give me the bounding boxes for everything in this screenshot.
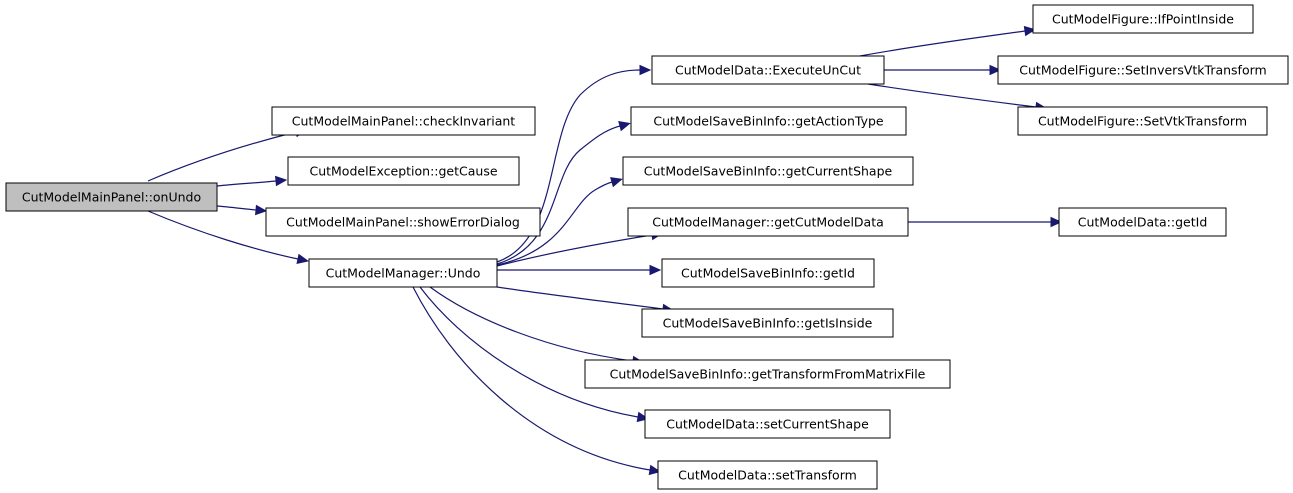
node-box-undo [308, 258, 498, 288]
node-label-getCurrentShape: CutModelSaveBinInfo::getCurrentShape [644, 164, 893, 179]
node-label-getCause: CutModelException::getCause [309, 164, 497, 179]
edge-root-to-showErrorDialog [216, 205, 257, 211]
edge-getCutModelData-to-dataGetId-arrowhead [1050, 216, 1063, 228]
node-getCutModelData[interactable]: CutModelManager::getCutModelData [627, 207, 909, 237]
node-box-sbiGetId [661, 258, 875, 288]
node-getCurrentShape[interactable]: CutModelSaveBinInfo::getCurrentShape [622, 156, 914, 186]
node-label-setTransform: CutModelData::setTransform [678, 468, 857, 483]
node-box-getActionType [630, 106, 907, 136]
node-label-getActionType: CutModelSaveBinInfo::getActionType [653, 114, 884, 129]
edge-root-to-getCause-arrowhead [275, 175, 288, 187]
node-root: CutModelMainPanel::onUndo [5, 182, 218, 212]
node-label-ifPointInside: CutModelFigure::IfPointInside [1052, 12, 1234, 27]
node-label-undo: CutModelManager::Undo [326, 266, 481, 281]
node-label-setVtkTransform: CutModelFigure::SetVtkTransform [1038, 114, 1247, 129]
node-box-getCurrentShape [622, 156, 914, 186]
node-box-executeUnCut [651, 55, 885, 85]
node-setInversVtkTransform[interactable]: CutModelFigure::SetInversVtkTransform [997, 55, 1289, 85]
node-dataGetId[interactable]: CutModelData::getId [1058, 207, 1227, 237]
edge-root-to-undo [147, 210, 299, 260]
node-box-ifPointInside [1032, 4, 1254, 34]
edge-undo-to-getCurrentShape-arrowhead [610, 177, 623, 188]
edge-undo-to-getTransformFromMatrixFile [429, 286, 634, 362]
node-getCause[interactable]: CutModelException::getCause [287, 156, 520, 186]
node-sbiGetId[interactable]: CutModelSaveBinInfo::getId [661, 258, 875, 288]
node-label-sbiGetId: CutModelSaveBinInfo::getId [681, 266, 855, 281]
node-setCurrentShape[interactable]: CutModelData::setCurrentShape [644, 409, 891, 439]
node-showErrorDialog[interactable]: CutModelMainPanel::showErrorDialog [265, 207, 541, 237]
call-graph-edges [147, 25, 1063, 476]
edge-undo-to-setCurrentShape [419, 286, 639, 418]
edge-undo-to-getCurrentShape [496, 181, 613, 266]
node-label-showErrorDialog: CutModelMainPanel::showErrorDialog [286, 215, 520, 230]
node-getActionType[interactable]: CutModelSaveBinInfo::getActionType [630, 106, 907, 136]
call-graph-nodes: CutModelMainPanel::onUndoCutModelMainPan… [5, 4, 1289, 490]
node-label-root: CutModelMainPanel::onUndo [22, 190, 201, 205]
node-box-showErrorDialog [265, 207, 541, 237]
node-label-executeUnCut: CutModelData::ExecuteUnCut [675, 63, 861, 78]
node-setVtkTransform[interactable]: CutModelFigure::SetVtkTransform [1017, 106, 1268, 136]
node-box-setInversVtkTransform [997, 55, 1289, 85]
edge-executeUnCut-to-setVtkTransform [867, 83, 1037, 108]
node-box-getTransformFromMatrixFile [584, 359, 951, 389]
node-box-getCause [287, 156, 520, 186]
edge-undo-to-getCutModelData [496, 234, 653, 267]
node-box-checkInvariant [271, 106, 536, 136]
node-box-getCutModelData [627, 207, 909, 237]
edge-executeUnCut-to-ifPointInside [859, 30, 1026, 57]
node-label-getIsInside: CutModelSaveBinInfo::getIsInside [663, 316, 873, 331]
edge-executeUnCut-to-setInversVtkTransform-arrowhead [989, 64, 1002, 76]
node-ifPointInside[interactable]: CutModelFigure::IfPointInside [1032, 4, 1254, 34]
node-box-setVtkTransform [1017, 106, 1268, 136]
node-undo[interactable]: CutModelManager::Undo [308, 258, 498, 288]
edge-undo-to-getIsInside [496, 286, 664, 310]
node-box-getIsInside [641, 308, 894, 338]
node-label-getCutModelData: CutModelManager::getCutModelData [652, 215, 884, 230]
edge-root-to-undo-arrowhead [296, 253, 309, 265]
edge-undo-to-setTransform-arrowhead [648, 464, 662, 476]
edge-root-to-showErrorDialog-arrowhead [255, 204, 268, 216]
node-setTransform[interactable]: CutModelData::setTransform [657, 460, 878, 490]
node-getIsInside[interactable]: CutModelSaveBinInfo::getIsInside [641, 308, 894, 338]
edge-undo-to-sbiGetId-arrowhead [649, 264, 662, 276]
edge-undo-to-getActionType-arrowhead [618, 121, 631, 132]
node-box-setTransform [657, 460, 878, 490]
node-box-setCurrentShape [644, 409, 891, 439]
node-label-checkInvariant: CutModelMainPanel::checkInvariant [292, 114, 516, 129]
node-getTransformFromMatrixFile[interactable]: CutModelSaveBinInfo::getTransformFromMat… [584, 359, 951, 389]
edge-undo-to-getActionType [496, 125, 621, 265]
node-box-dataGetId [1058, 207, 1227, 237]
edge-root-to-getCause [216, 180, 277, 187]
edge-undo-to-setTransform [412, 286, 651, 471]
edge-root-to-checkInvariant [147, 131, 297, 182]
edge-executeUnCut-to-ifPointInside-arrowhead [1023, 25, 1037, 37]
node-label-setCurrentShape: CutModelData::setCurrentShape [666, 417, 869, 432]
node-label-getTransformFromMatrixFile: CutModelSaveBinInfo::getTransformFromMat… [610, 367, 926, 382]
node-label-dataGetId: CutModelData::getId [1078, 215, 1208, 230]
node-executeUnCut[interactable]: CutModelData::ExecuteUnCut [651, 55, 885, 85]
node-checkInvariant[interactable]: CutModelMainPanel::checkInvariant [271, 106, 536, 136]
node-box-root [5, 182, 218, 212]
edge-undo-to-executeUnCut-arrowhead [639, 64, 652, 76]
node-label-setInversVtkTransform: CutModelFigure::SetInversVtkTransform [1019, 63, 1266, 78]
